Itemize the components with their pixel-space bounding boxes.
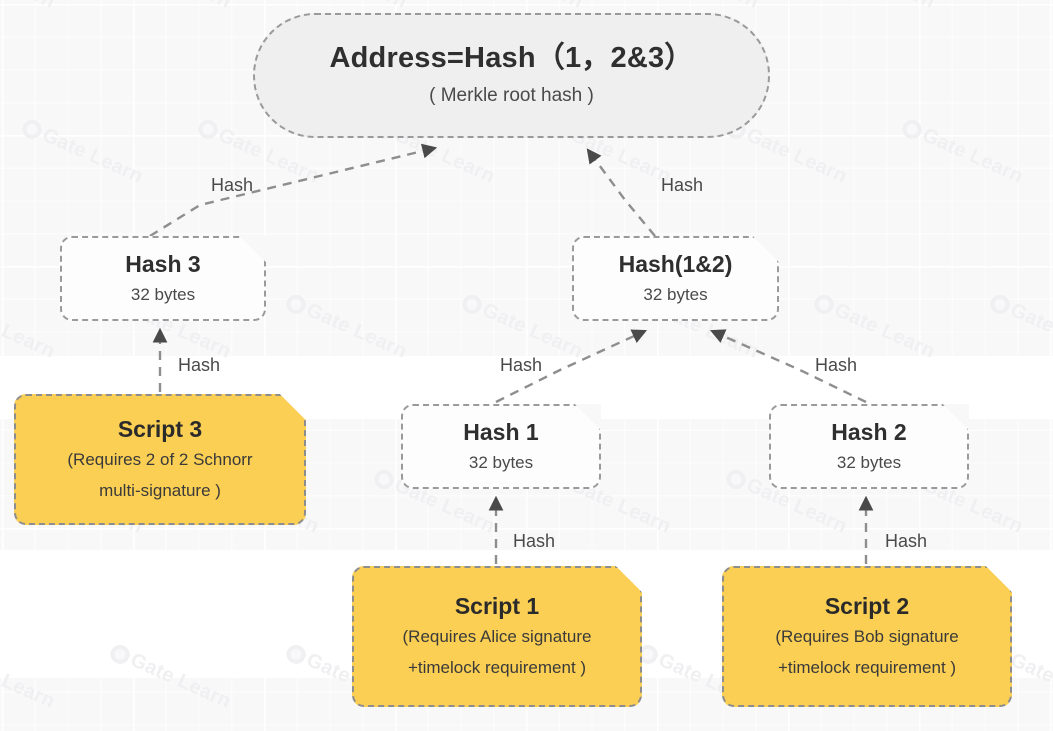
node-script-1-line1: (Requires Alice signature xyxy=(402,627,592,647)
edge-label-script1-to-hash1: Hash xyxy=(513,531,556,551)
node-merkle-root[interactable]: Address=Hash（1，2&3） ( Merkle root hash ) xyxy=(253,13,770,138)
edge-hash1-to-hash12 xyxy=(495,329,648,404)
node-hash-3-size: 32 bytes xyxy=(130,285,196,305)
edge-hash12-to-root xyxy=(586,148,656,237)
node-script-2-title: Script 2 xyxy=(824,592,910,619)
corner-chamfer xyxy=(575,404,601,430)
node-script-1-line2: +timelock requirement ) xyxy=(407,657,587,677)
corner-chamfer xyxy=(943,404,969,430)
corner-chamfer xyxy=(240,236,266,262)
node-hash-1and2-title: Hash(1&2) xyxy=(618,250,733,277)
node-merkle-root-title: Address=Hash（1，2&3） xyxy=(329,41,694,74)
node-script-3-line2: multi-signature ) xyxy=(99,480,221,500)
node-script-3-line1: (Requires 2 of 2 Schnorr xyxy=(67,450,253,470)
node-hash-2[interactable]: Hash 2 32 bytes xyxy=(769,404,969,489)
edge-hash3-to-root xyxy=(149,143,438,238)
edge-label-script3-to-hash3: Hash xyxy=(178,355,221,375)
node-hash-3-title: Hash 3 xyxy=(125,250,201,277)
node-script-2[interactable]: Script 2 (Requires Bob signature +timelo… xyxy=(722,566,1012,707)
node-script-1[interactable]: Script 1 (Requires Alice signature +time… xyxy=(352,566,642,707)
node-hash-3[interactable]: Hash 3 32 bytes xyxy=(60,236,266,321)
node-script-3[interactable]: Script 3 (Requires 2 of 2 Schnorr multi-… xyxy=(14,394,306,525)
node-script-3-title: Script 3 xyxy=(117,415,203,442)
node-hash-1and2[interactable]: Hash(1&2) 32 bytes xyxy=(572,236,779,321)
node-script-2-line1: (Requires Bob signature xyxy=(775,627,959,647)
corner-chamfer xyxy=(986,566,1012,592)
edge-hash2-to-hash12 xyxy=(709,329,867,404)
edge-label-script2-to-hash2: Hash xyxy=(885,531,928,551)
node-script-1-title: Script 1 xyxy=(454,592,540,619)
node-hash-1-size: 32 bytes xyxy=(468,453,534,473)
corner-chamfer xyxy=(280,394,306,420)
edge-label-hash2-to-hash12: Hash xyxy=(815,355,858,375)
node-hash-2-title: Hash 2 xyxy=(831,418,907,445)
node-hash-1-title: Hash 1 xyxy=(463,418,539,445)
corner-chamfer xyxy=(753,236,779,262)
node-hash-1[interactable]: Hash 1 32 bytes xyxy=(401,404,601,489)
corner-chamfer xyxy=(616,566,642,592)
node-hash-1and2-size: 32 bytes xyxy=(643,285,708,305)
edge-label-hash12-to-root: Hash xyxy=(661,175,704,195)
node-script-2-line2: +timelock requirement ) xyxy=(777,657,957,677)
node-merkle-root-subtitle: ( Merkle root hash ) xyxy=(429,85,594,107)
edge-label-hash1-to-hash12: Hash xyxy=(500,355,543,375)
node-hash-2-size: 32 bytes xyxy=(836,453,902,473)
edge-label-hash3-to-root: Hash xyxy=(211,175,254,195)
